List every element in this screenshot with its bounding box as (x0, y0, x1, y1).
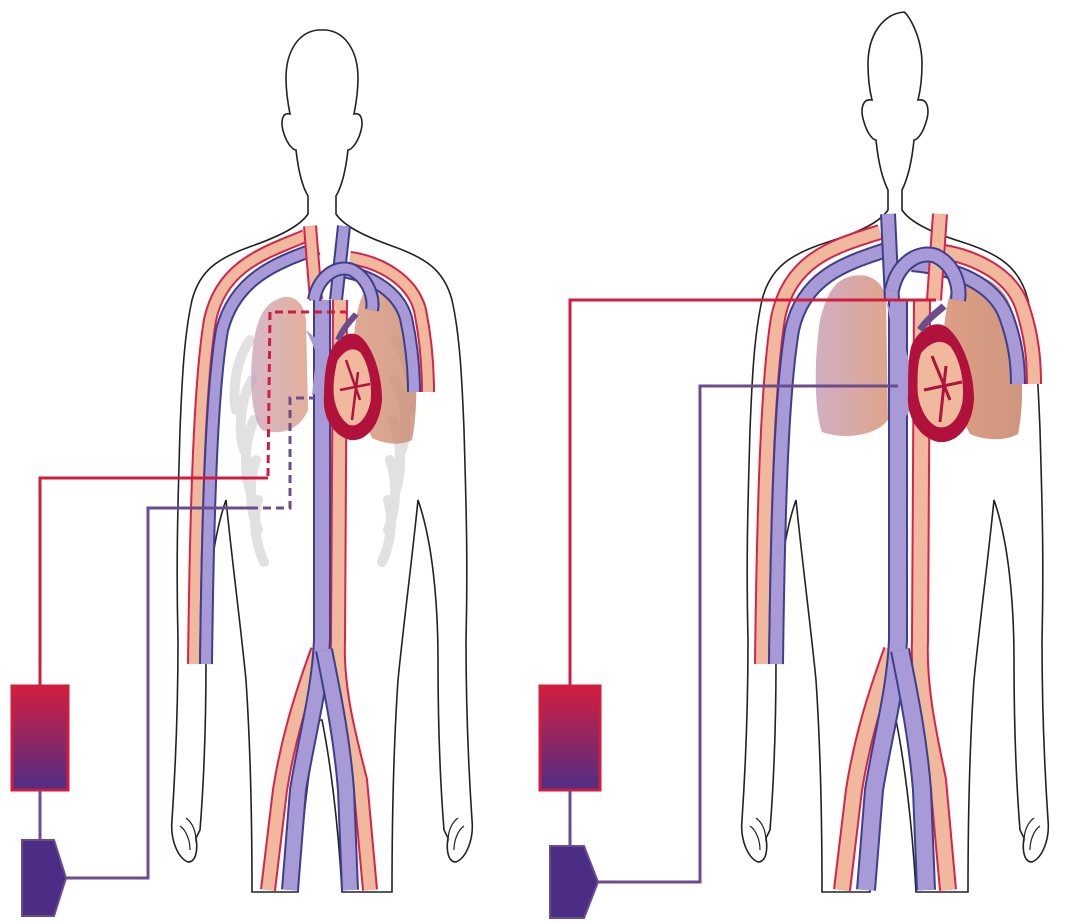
right-hand-detail-left (750, 818, 766, 850)
left-hand-detail-right (448, 818, 464, 850)
left-panel (12, 30, 472, 916)
left-hand-detail-left (180, 818, 196, 850)
left-lung-right-side (251, 297, 308, 432)
right-pump (550, 846, 598, 918)
right-hand-detail-right (1024, 818, 1040, 850)
right-panel (540, 12, 1048, 918)
left-pump (22, 840, 66, 916)
right-oxygenator (540, 686, 600, 790)
left-oxygenator (12, 686, 68, 790)
left-drain-cannula (64, 508, 250, 878)
